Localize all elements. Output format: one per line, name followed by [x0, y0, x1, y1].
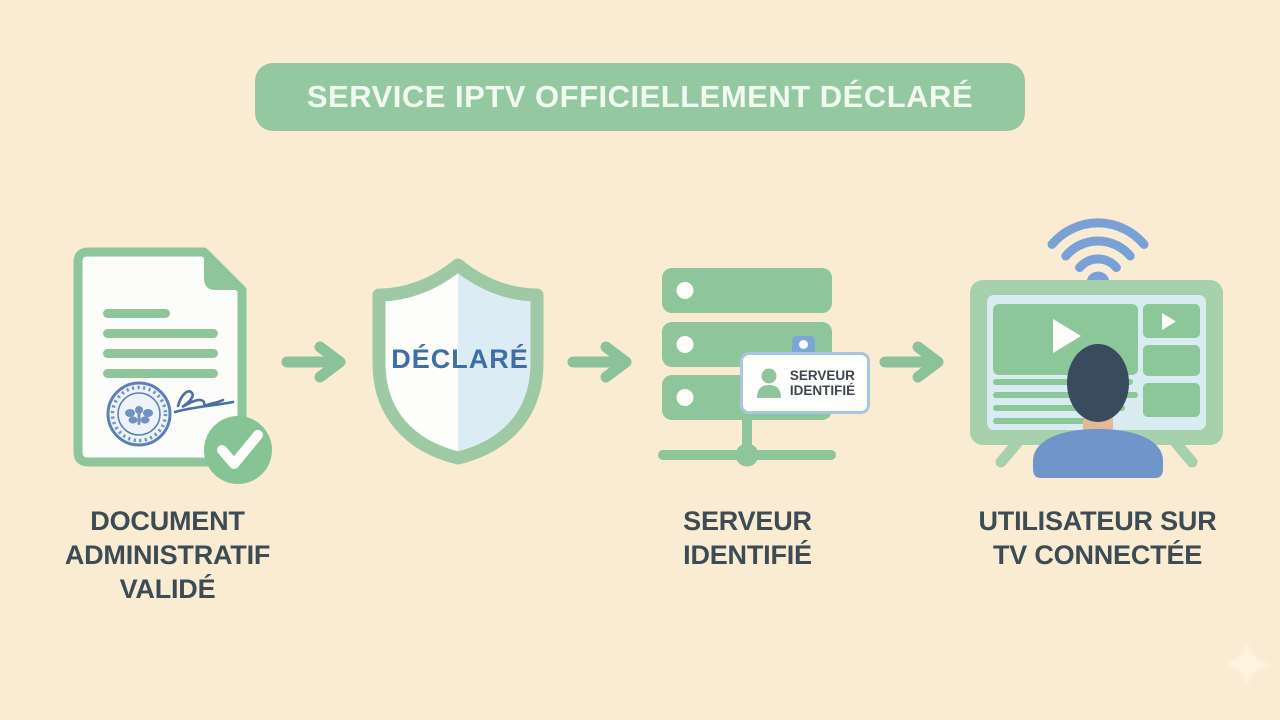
shield-icon	[372, 258, 544, 465]
server-led	[676, 389, 694, 406]
caption-line: TV CONNECTÉE	[992, 540, 1203, 570]
shield-label: DÉCLARÉ	[391, 344, 529, 374]
title-banner: SERVICE IPTV OFFICIELLEMENT DÉCLARÉ	[255, 63, 1025, 131]
badge-clip-hole	[799, 340, 808, 349]
caption-line: DOCUMENT	[90, 506, 245, 536]
badge-line-2: IDENTIFIÉ	[789, 383, 856, 398]
caption-server: SERVEUR IDENTIFIÉ	[630, 504, 865, 572]
person-icon	[756, 368, 781, 398]
badge-line-1: SERVEUR	[789, 367, 855, 383]
title-text: SERVICE IPTV OFFICIELLEMENT DÉCLARÉ	[306, 79, 974, 114]
server-led	[676, 282, 694, 299]
arrow-right-icon	[567, 341, 632, 383]
tv-legs	[995, 437, 1198, 468]
play-icon	[1162, 313, 1176, 330]
arrow-right-icon	[879, 341, 944, 383]
badge-text: SERVEUR IDENTIFIÉ	[790, 368, 855, 399]
viewer-shoulders	[1033, 429, 1163, 478]
side-thumbnail	[1143, 383, 1200, 417]
network-node-icon	[658, 420, 836, 467]
signature-icon	[173, 390, 235, 414]
folded-corner-icon	[204, 252, 242, 290]
sparkle-icon	[1225, 639, 1269, 689]
server-row	[662, 268, 832, 313]
id-badge: SERVEUR IDENTIFIÉ	[740, 352, 870, 414]
viewer-silhouette	[1033, 344, 1163, 478]
viewer-head	[1067, 344, 1129, 422]
caption-line: UTILISATEUR SUR	[978, 506, 1217, 536]
caption-document: DOCUMENT ADMINISTRATIF VALIDÉ	[30, 504, 305, 606]
stamp-emblem	[125, 406, 153, 425]
server-led	[676, 336, 694, 353]
side-thumbnail	[1143, 345, 1200, 376]
arrow-right-icon	[281, 341, 346, 383]
shield-right-half	[458, 265, 537, 458]
caption-tv: UTILISATEUR SUR TV CONNECTÉE	[955, 504, 1240, 572]
stamp-icon	[106, 381, 172, 447]
document-icon	[73, 247, 272, 484]
caption-line: SERVEUR	[683, 506, 812, 536]
caption-line: IDENTIFIÉ	[683, 540, 812, 570]
document-text-lines	[103, 309, 218, 378]
caption-line: ADMINISTRATIF	[64, 540, 271, 570]
caption-line: VALIDÉ	[119, 574, 216, 604]
check-icon	[204, 416, 272, 484]
tv-icon	[970, 218, 1223, 478]
play-icon	[1053, 319, 1081, 353]
